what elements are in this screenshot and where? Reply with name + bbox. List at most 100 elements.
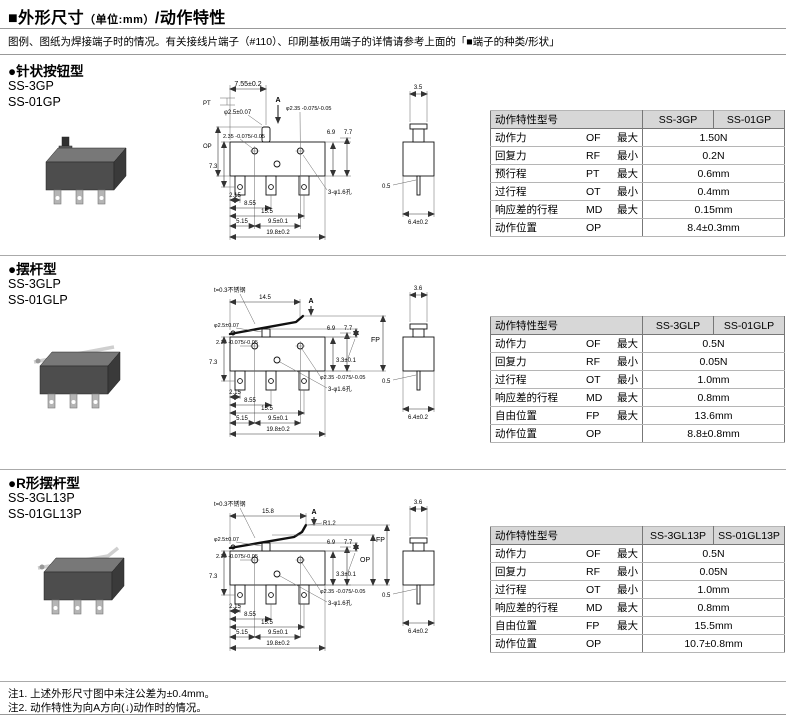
section-heading: ●针状按钮型 — [8, 64, 84, 79]
dim-label: OP — [203, 144, 212, 150]
mounting-hole — [273, 570, 281, 578]
char-code: OT — [586, 583, 601, 596]
char-name: 响应差的行程 — [495, 392, 558, 404]
col-model: 型号 — [537, 320, 558, 332]
dim-label: 6.4±0.2 — [408, 629, 429, 635]
side-view: 3.5 0.5 6.4±0.2 — [382, 85, 435, 226]
char-name: 回复力 — [495, 150, 527, 162]
switch-body-outline — [229, 550, 326, 586]
dim-label: 2.15 — [229, 193, 241, 199]
dim-label: 2.35 -0.075/-0.05 — [223, 134, 265, 140]
photo-body-front — [45, 161, 115, 191]
intro-text: 图例、图纸为焊接端子时的情况。有关接线片端子（#110）、印刷基板用端子的详情请… — [0, 28, 786, 55]
dim-label: 9.5±0.1 — [268, 416, 289, 422]
dim-label: 0.5 — [382, 379, 391, 385]
terminal — [265, 370, 277, 391]
char-limit: 最大 — [617, 132, 638, 144]
dim-label: 19.8±0.2 — [266, 427, 290, 433]
col-characteristics: 动作特性 — [495, 320, 537, 332]
switch-body-outline — [229, 141, 326, 177]
char-limit: 最大 — [617, 392, 638, 404]
terminal — [234, 370, 246, 391]
char-code: OF — [586, 337, 601, 350]
lever-arm — [228, 523, 308, 550]
char-value: 1.50N — [642, 128, 785, 147]
col-model-2: SS-01GLP — [713, 316, 785, 335]
char-name: 过行程 — [495, 374, 527, 386]
photo-body-top — [39, 351, 121, 367]
note-2: 注2. 动作特性为向A方向(↓)动作时的情况。 — [8, 702, 207, 714]
dim-label: 7.7 — [344, 130, 353, 136]
dim-label: 6.4±0.2 — [408, 415, 429, 421]
char-name: 自由位置 — [495, 410, 537, 422]
dim-label: A — [311, 509, 316, 516]
table-header-row: 动作特性型号 SS-3GP SS-01GP — [490, 110, 785, 129]
char-name: 响应差的行程 — [495, 204, 558, 216]
model-name: SS-01GL13P — [8, 507, 82, 521]
char-code: OP — [586, 221, 602, 234]
dim-label: 5.15 — [236, 416, 248, 422]
char-code: MD — [586, 601, 603, 614]
dim-label: 6.9 — [327, 130, 336, 136]
mounting-hole — [273, 160, 281, 168]
product-photo-lever — [33, 345, 121, 409]
char-name: 动作位置 — [495, 222, 537, 234]
dim-label: 7.55±0.2 — [234, 81, 261, 88]
col-characteristics: 动作特性 — [495, 114, 537, 126]
section-heading: ●摆杆型 — [8, 262, 57, 277]
col-characteristics: 动作特性 — [495, 530, 537, 542]
dim-label: 8.55 — [244, 612, 256, 618]
dim-label: 15.5 — [261, 406, 273, 412]
dim-label: 8.55 — [244, 201, 256, 207]
plunger — [261, 126, 271, 143]
dim-label: OP — [360, 557, 370, 564]
dim-label: 0.5 — [382, 593, 391, 599]
model-name: SS-3GLP — [8, 277, 61, 291]
char-limit: 最小 — [617, 186, 638, 198]
dim-label: 19.8±0.2 — [266, 641, 290, 647]
col-model-2: SS-01GP — [713, 110, 785, 129]
dim-label: φ2.35 -0.075/-0.05 — [320, 589, 365, 595]
char-code: MD — [586, 203, 603, 216]
char-name: 动作力 — [495, 338, 527, 350]
dim-label: PT — [203, 101, 211, 107]
char-limit: 最大 — [617, 204, 638, 216]
char-value: 0.15mm — [642, 200, 785, 219]
dim-label: 9.5±0.1 — [268, 630, 289, 636]
dim-label: 5.15 — [236, 219, 248, 225]
model-name: SS-3GP — [8, 79, 54, 93]
dim-label: 3.5 — [414, 85, 423, 91]
char-name: 响应差的行程 — [495, 602, 558, 614]
char-value: 0.2N — [642, 146, 785, 165]
dim-label: φ2.5±0.07 — [224, 110, 252, 116]
page-bottom-rule — [0, 714, 786, 715]
char-code: OP — [586, 637, 602, 650]
dim-label: 2.35 -0.075/-0.05 — [216, 554, 258, 560]
photo-body-top — [43, 557, 125, 573]
dim-label: 15.5 — [261, 209, 273, 215]
char-name: 动作位置 — [495, 428, 537, 440]
char-code: FP — [586, 409, 600, 422]
dim-label: 3-φ1.6孔 — [328, 385, 352, 393]
char-code: OP — [586, 427, 602, 440]
dim-label: 3-φ1.6孔 — [328, 188, 352, 196]
table-header-row: 动作特性型号 SS-3GL13P SS-01GL13P — [490, 526, 785, 545]
dimensions: t=0.3不锈钢 14.5 A φ2.5±0.07 FP 6.9 7.7 — [209, 286, 386, 437]
model-list: SS-3GP SS-01GP — [8, 78, 61, 110]
char-name: 动作力 — [495, 548, 527, 560]
dim-label: 3.3±0.1 — [336, 358, 357, 364]
dim-label: 5.15 — [236, 630, 248, 636]
dim-label: 2.35 -0.075/-0.05 — [216, 340, 258, 346]
char-limit: 最小 — [617, 356, 638, 368]
dim-label: 19.8±0.2 — [266, 230, 290, 236]
side-terminal — [416, 370, 421, 391]
front-view — [229, 126, 326, 196]
char-name: 过行程 — [495, 584, 527, 596]
